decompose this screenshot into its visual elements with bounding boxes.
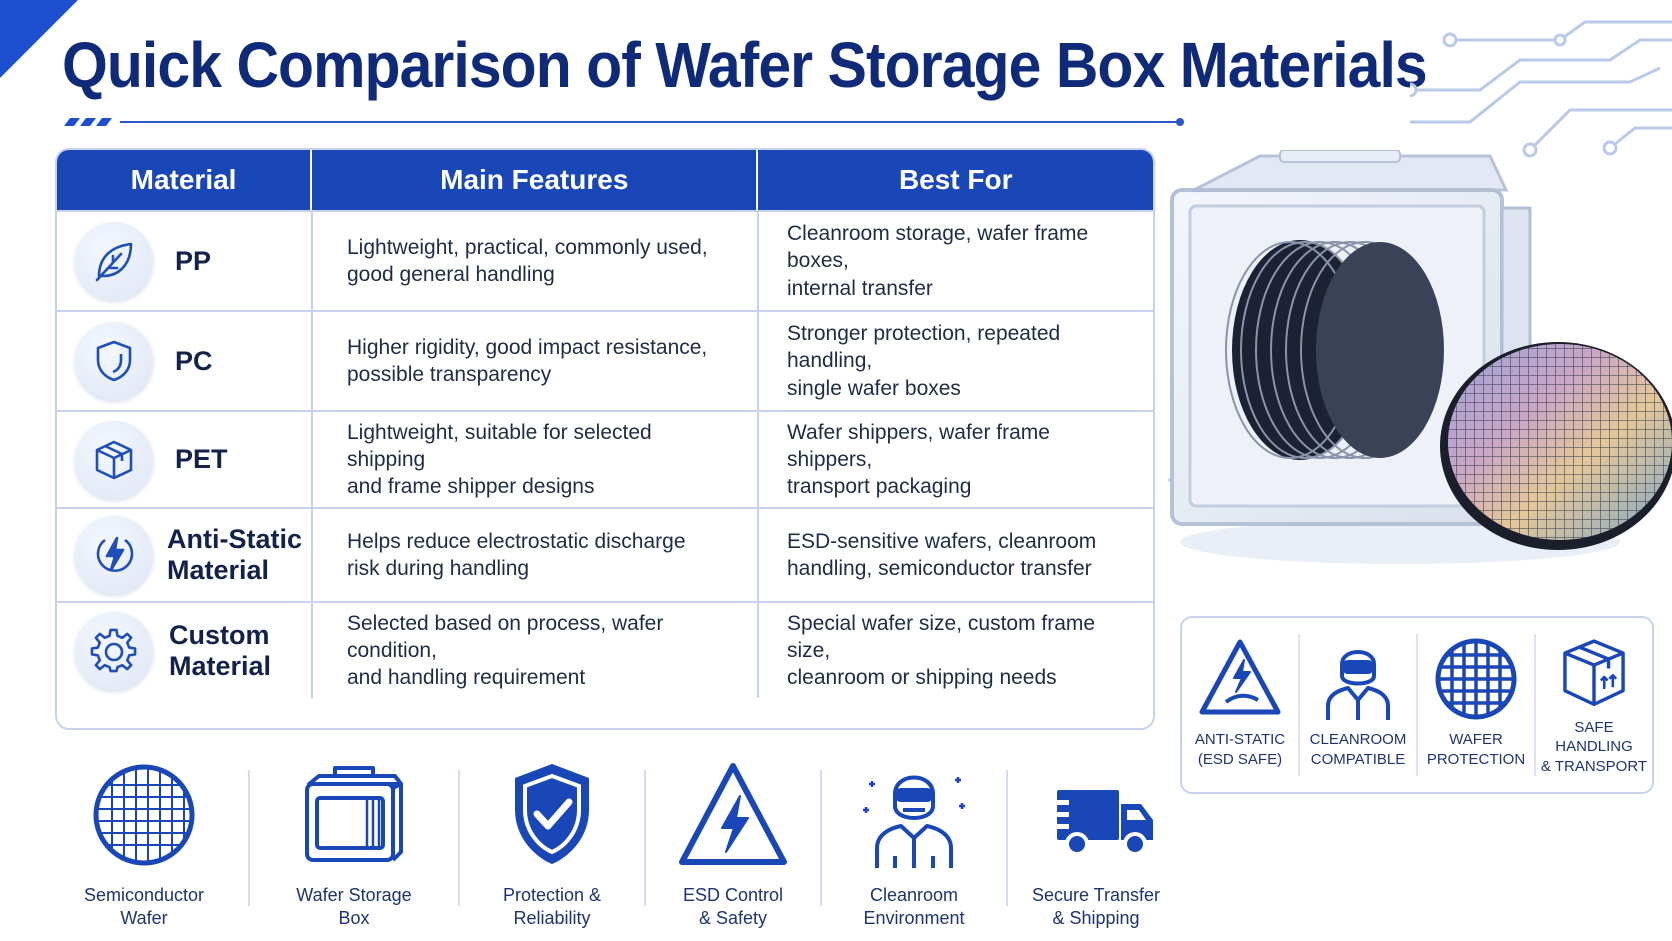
material-name: PC bbox=[175, 345, 213, 376]
shield-icon bbox=[75, 322, 153, 400]
cube-icon bbox=[75, 420, 153, 499]
separator bbox=[644, 770, 646, 906]
badge-label: ANTI-STATIC (ESD SAFE) bbox=[1194, 731, 1286, 768]
best-for-cell: Wafer shippers, wafer frame shippers, tr… bbox=[757, 412, 1153, 507]
material-name: PP bbox=[175, 245, 212, 276]
feature-label: Semiconductor Wafer bbox=[83, 885, 205, 928]
separator bbox=[458, 770, 460, 906]
features-cell: Lightweight, practical, commonly used, g… bbox=[311, 212, 757, 310]
badge-cleanroom: CLEANROOM COMPATIBLE bbox=[1298, 634, 1416, 776]
badge-safe-handling: SAFE HANDLING & TRANSPORT bbox=[1534, 634, 1652, 776]
feature-esd-control: ESD Control & Safety bbox=[646, 760, 820, 930]
best-for-text: Cleanroom storage, wafer frame boxes, in… bbox=[787, 222, 1089, 300]
features-text: Lightweight, practical, commonly used, g… bbox=[347, 235, 708, 286]
features-cell: Helps reduce electrostatic discharge ris… bbox=[311, 509, 757, 601]
gear-icon bbox=[75, 611, 153, 690]
best-for-text: Stronger protection, repeated handling, … bbox=[787, 322, 1061, 400]
feature-label: Wafer Storage Box bbox=[296, 885, 412, 928]
corner-accent bbox=[0, 0, 78, 78]
title-underline bbox=[64, 118, 1184, 126]
wafer-grid-icon bbox=[1435, 638, 1517, 720]
lightning-icon bbox=[75, 516, 153, 594]
wafer-box-illustration bbox=[1168, 150, 1672, 564]
badge-anti-static: ANTI-STATIC (ESD SAFE) bbox=[1182, 618, 1298, 792]
wafer-storage-box-icon bbox=[305, 766, 403, 862]
leaf-icon bbox=[75, 222, 153, 300]
features-text: Higher rigidity, good impact resistance,… bbox=[347, 335, 708, 386]
best-for-cell: Cleanroom storage, wafer frame boxes, in… bbox=[757, 212, 1153, 310]
feature-semiconductor-wafer: Semiconductor Wafer bbox=[40, 760, 248, 930]
table-row: PET Lightweight, suitable for selected s… bbox=[57, 410, 1153, 507]
header-main-features: Main Features bbox=[310, 150, 756, 210]
separator bbox=[820, 770, 822, 906]
features-cell: Selected based on process, wafer conditi… bbox=[311, 603, 757, 698]
table-row: PP Lightweight, practical, commonly used… bbox=[57, 210, 1153, 310]
material-name: Custom Material bbox=[169, 619, 272, 681]
feature-label: Cleanroom Environment bbox=[863, 885, 965, 928]
best-for-cell: ESD-sensitive wafers, cleanroom handling… bbox=[757, 509, 1153, 601]
material-cell: PET bbox=[57, 412, 311, 507]
best-for-text: Special wafer size, custom frame size, c… bbox=[787, 611, 1096, 690]
material-name: Anti-Static Material bbox=[167, 524, 302, 585]
table-row: PC Higher rigidity, good impact resistan… bbox=[57, 310, 1153, 410]
table-row: Custom Material Selected based on proces… bbox=[57, 601, 1153, 698]
feature-label: Protection & Reliability bbox=[502, 885, 602, 928]
badge-wafer-protection: WAFER PROTECTION bbox=[1416, 634, 1534, 776]
shield-check-icon bbox=[515, 764, 589, 864]
cleanroom-person-icon bbox=[863, 775, 965, 868]
package-icon bbox=[1563, 639, 1625, 707]
feature-label: Secure Transfer & Shipping bbox=[1031, 885, 1161, 928]
header-best-for: Best For bbox=[756, 150, 1153, 210]
page-title: Quick Comparison of Wafer Storage Box Ma… bbox=[62, 29, 1428, 101]
feature-icon-row: Semiconductor Wafer Wafer Storage Box Pr… bbox=[40, 760, 1190, 930]
feature-wafer-storage-box: Wafer Storage Box bbox=[250, 760, 458, 930]
esd-warning-icon bbox=[1199, 639, 1281, 715]
material-cell: Anti-Static Material bbox=[57, 509, 311, 601]
material-cell: PC bbox=[57, 312, 311, 410]
badge-label: WAFER PROTECTION bbox=[1426, 731, 1526, 768]
cleanroom-worker-icon bbox=[1326, 650, 1390, 720]
best-for-cell: Special wafer size, custom frame size, c… bbox=[757, 603, 1153, 698]
material-comparison-table: Material Main Features Best For PP Light… bbox=[55, 148, 1155, 730]
features-cell: Lightweight, suitable for selected shipp… bbox=[311, 412, 757, 507]
truck-icon bbox=[1039, 790, 1153, 856]
property-badge-panel: ANTI-STATIC (ESD SAFE) CLEANROOM COMPATI… bbox=[1180, 616, 1654, 794]
features-text: Helps reduce electrostatic discharge ris… bbox=[347, 529, 686, 580]
feature-secure-transfer: Secure Transfer & Shipping bbox=[1008, 760, 1184, 930]
feature-protection: Protection & Reliability bbox=[460, 760, 644, 930]
features-text: Lightweight, suitable for selected shipp… bbox=[347, 420, 652, 499]
material-cell: Custom Material bbox=[57, 603, 311, 698]
feature-cleanroom: Cleanroom Environment bbox=[822, 760, 1006, 930]
features-text: Selected based on process, wafer conditi… bbox=[347, 611, 664, 690]
table-row: Anti-Static Material Helps reduce electr… bbox=[57, 507, 1153, 601]
badge-label: CLEANROOM COMPATIBLE bbox=[1309, 731, 1407, 768]
best-for-cell: Stronger protection, repeated handling, … bbox=[757, 312, 1153, 410]
table-header: Material Main Features Best For bbox=[57, 150, 1153, 210]
best-for-text: ESD-sensitive wafers, cleanroom handling… bbox=[787, 529, 1097, 580]
badge-label: SAFE HANDLING & TRANSPORT bbox=[1540, 718, 1648, 775]
separator bbox=[248, 770, 250, 906]
semiconductor-wafer-icon bbox=[93, 764, 195, 866]
best-for-text: Wafer shippers, wafer frame shippers, tr… bbox=[787, 420, 1050, 499]
separator bbox=[1006, 770, 1008, 906]
esd-triangle-icon bbox=[679, 763, 787, 865]
material-cell: PP bbox=[57, 212, 311, 310]
features-cell: Higher rigidity, good impact resistance,… bbox=[311, 312, 757, 410]
material-name: PET bbox=[175, 444, 228, 475]
circuit-decoration bbox=[1410, 20, 1672, 158]
header-material: Material bbox=[130, 164, 237, 195]
feature-label: ESD Control & Safety bbox=[682, 885, 784, 928]
